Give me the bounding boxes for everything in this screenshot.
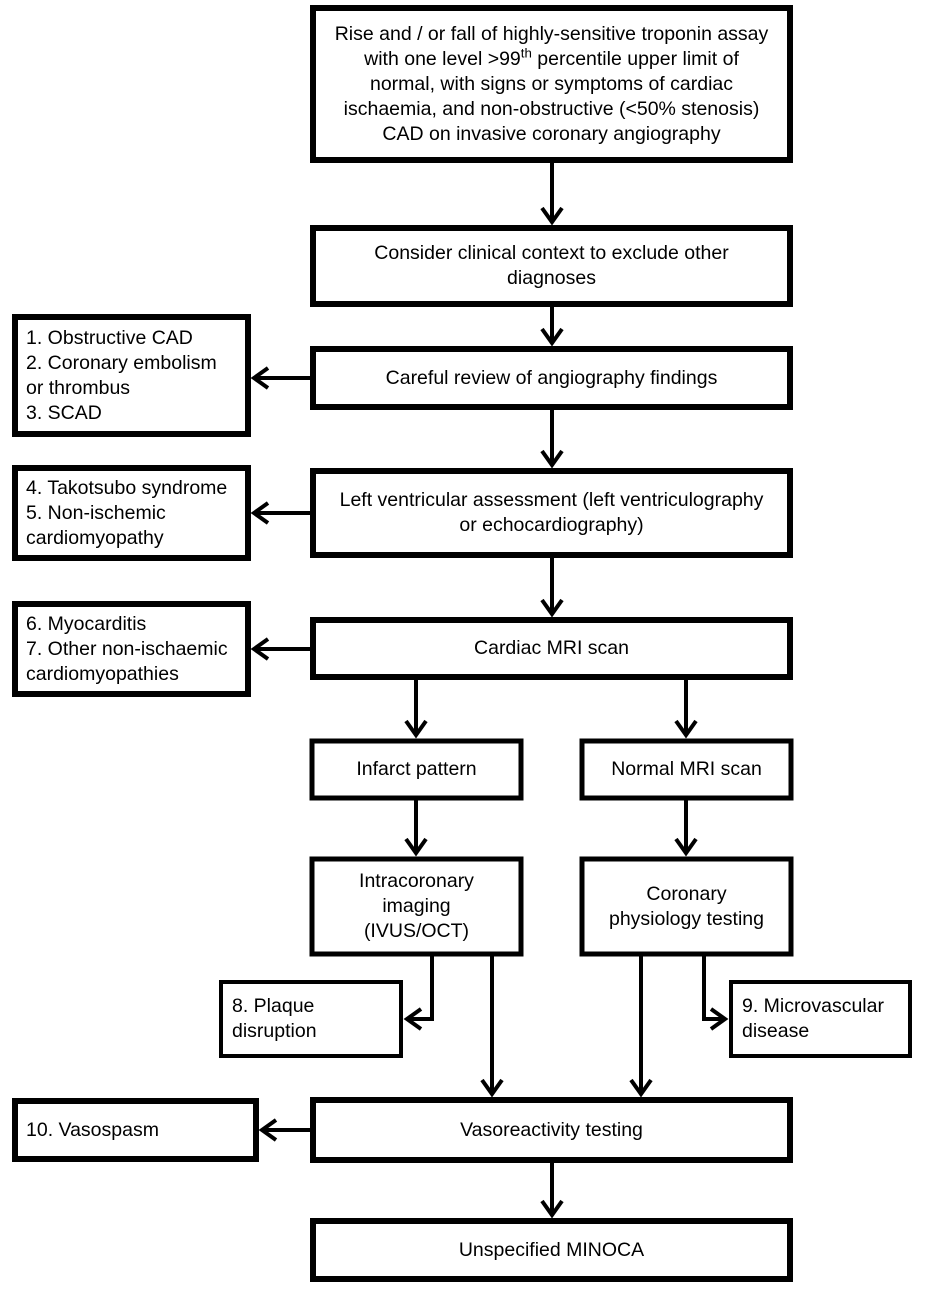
connector-definition-to-context xyxy=(540,160,564,226)
connector-imaging-to-plaque xyxy=(403,954,434,1031)
box-unspecified-minoca xyxy=(310,1218,793,1282)
connector-vasoreactivity-to-minoca xyxy=(540,1160,564,1219)
label-outcome-group-2: 4. Takotsubo syndrome 5. Non-ischemic ca… xyxy=(26,476,228,549)
box-lv-assessment xyxy=(310,468,793,558)
box-cardiac-mri xyxy=(310,617,793,680)
box-outcome-group-1 xyxy=(12,314,251,437)
label-angiography-review: Careful review of angiography findings xyxy=(385,366,718,389)
connector-context-to-angiography xyxy=(540,304,564,347)
label-coronary-physiology: Coronary physiology testing xyxy=(608,882,764,930)
box-outcome-group-3 xyxy=(12,601,251,697)
connector-angiography-to-lv xyxy=(540,407,564,469)
connector-physiology-to-microvascular xyxy=(702,954,729,1031)
label-vasoreactivity-testing: Vasoreactivity testing xyxy=(460,1118,643,1141)
definition-line-2b: percentile upper limit of xyxy=(531,47,739,70)
label-infarct-pattern: Infarct pattern xyxy=(356,758,477,780)
label-lv-assessment: Left ventricular assessment (left ventri… xyxy=(339,489,764,536)
connector-physiology-to-vasoreactivity xyxy=(629,954,653,1098)
definition-line-4: ischaemia, and non-obstructive (<50% ste… xyxy=(343,97,760,120)
definition-line-2a: with one level >99 xyxy=(364,47,521,70)
label-unspecified-minoca: Unspecified MINOCA xyxy=(458,1238,645,1261)
box-microvascular-disease xyxy=(729,980,912,1058)
box-intracoronary-imaging xyxy=(309,856,524,957)
box-plaque-disruption xyxy=(219,980,403,1058)
label-vasospasm: 10. Vasospasm xyxy=(26,1118,159,1141)
connector-lv-to-mri xyxy=(540,555,564,618)
box-infarct-pattern xyxy=(309,738,524,801)
box-coronary-physiology xyxy=(579,856,794,957)
box-definition xyxy=(310,5,793,163)
connector-vasoreactivity-to-vasospasm xyxy=(258,1118,313,1142)
label-clinical-context: Consider clinical context to exclude oth… xyxy=(374,242,729,289)
label-intracoronary-imaging: Intracoronary imaging (IVUS/OCT) xyxy=(359,870,474,942)
definition-ordinal-suffix: th xyxy=(520,45,532,60)
definition-line-1: Rise and / or fall of highly-sensitive t… xyxy=(334,22,769,45)
connector-angiography-to-group-1 xyxy=(250,366,313,390)
connector-infarct-to-imaging xyxy=(404,798,428,857)
label-outcome-group-3: 6. Myocarditis 7. Other non-ischaemic ca… xyxy=(26,612,228,685)
box-vasospasm xyxy=(12,1098,259,1162)
label-normal-mri: Normal MRI scan xyxy=(611,758,762,780)
label-microvascular-disease: 9. Microvascular disease xyxy=(742,995,884,1042)
definition-line-5: CAD on invasive coronary angiography xyxy=(382,122,721,145)
connector-lv-to-group-2 xyxy=(250,501,313,525)
connector-mri-to-infarct xyxy=(404,677,428,739)
box-outcome-group-2 xyxy=(12,465,251,561)
connector-normal-to-physiology xyxy=(674,798,698,857)
connector-mri-to-normal xyxy=(674,677,698,739)
connector-imaging-to-vasoreactivity xyxy=(480,954,504,1098)
definition-line-3: normal, with signs or symptoms of cardia… xyxy=(369,72,734,95)
connector-mri-to-group-3 xyxy=(250,637,313,661)
label-definition: Rise and / or fall of highly-sensitive t… xyxy=(320,14,783,154)
label-outcome-group-1: 1. Obstructive CAD 2. Coronary embolism … xyxy=(26,326,217,424)
label-cardiac-mri: Cardiac MRI scan xyxy=(474,637,629,659)
label-plaque-disruption: 8. Plaque disruption xyxy=(232,995,317,1042)
